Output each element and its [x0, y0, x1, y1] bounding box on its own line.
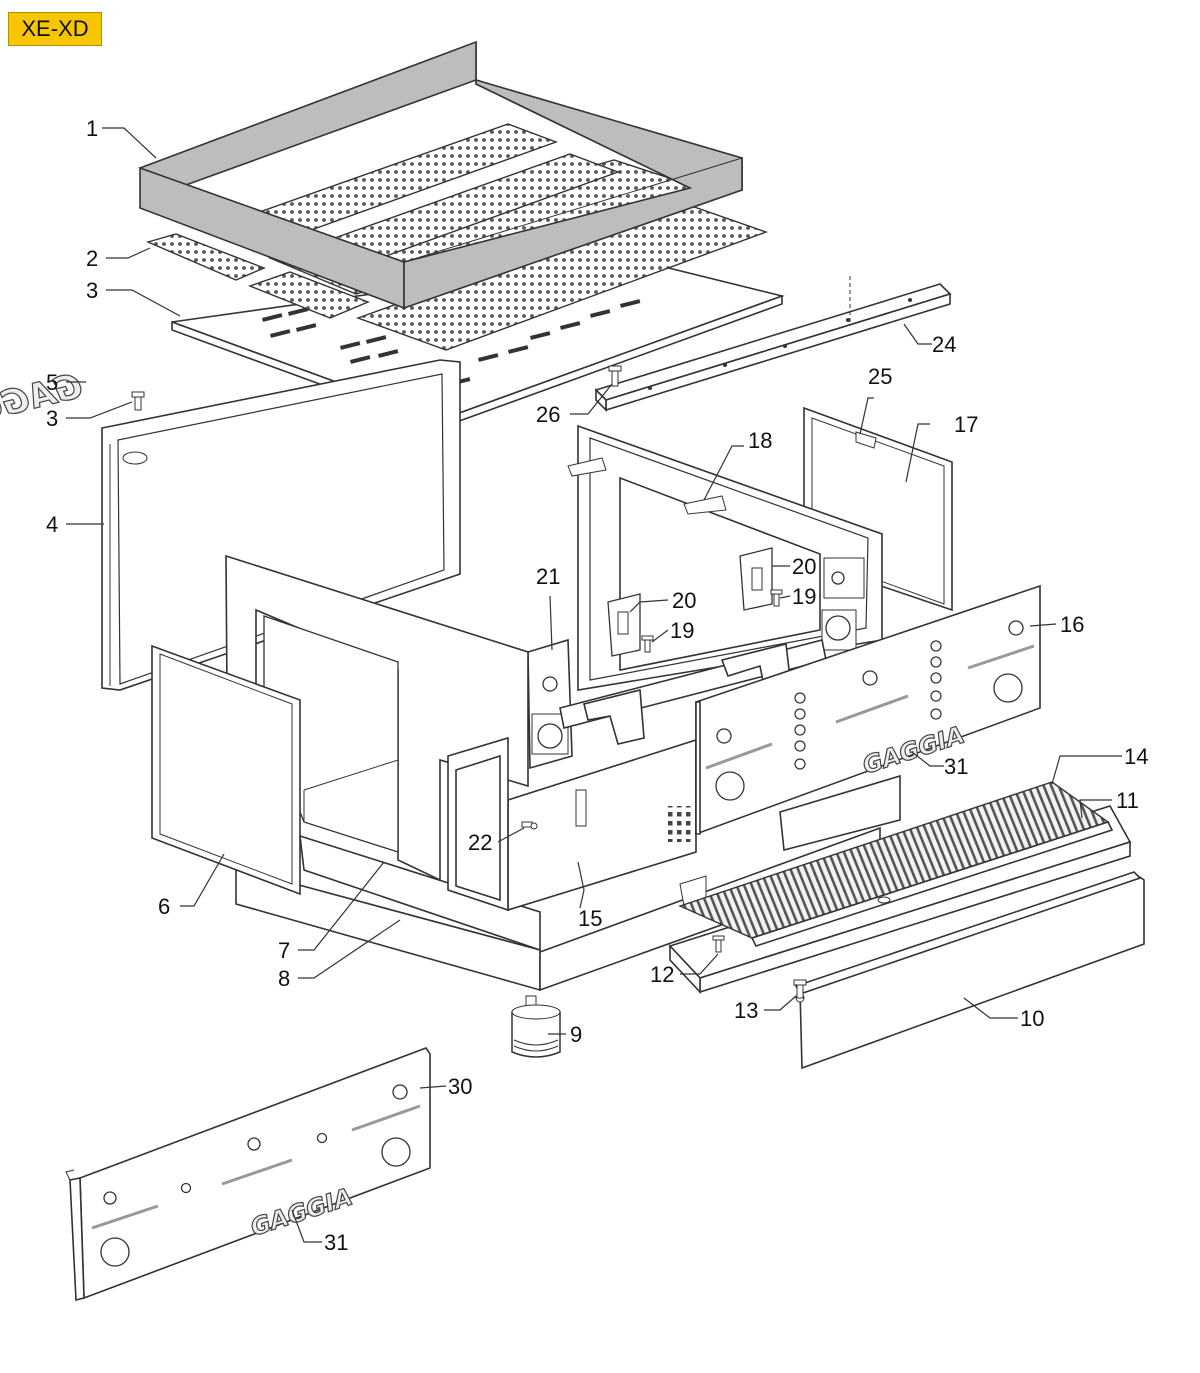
- callout-13: 13: [734, 998, 758, 1023]
- callout-18: 18: [748, 428, 772, 453]
- left-side-panel: [101, 359, 461, 691]
- screw-26: [608, 365, 622, 387]
- callout-11: 11: [1116, 788, 1139, 813]
- callout-9: 9: [570, 1022, 582, 1047]
- screw-12: [712, 935, 725, 953]
- callout-1: 1: [86, 116, 98, 141]
- callout-2: 2: [86, 246, 98, 271]
- brand-logo-mirrored: GAGGIA: [0, 366, 86, 441]
- callout-19-left: 19: [670, 618, 694, 643]
- callouts: 1 2 3 3 4 5 6 7 8 9 10 11 12 13 14 15 16…: [46, 116, 1148, 1255]
- cup-tray-surround: [138, 40, 743, 310]
- inner-frame: [567, 424, 883, 691]
- model-tag: XE-XD: [8, 12, 102, 46]
- callout-3-plate: 3: [86, 278, 98, 303]
- callout-19-right: 19: [792, 584, 816, 609]
- callout-30: 30: [448, 1074, 472, 1099]
- callout-20-left: 20: [672, 588, 696, 613]
- callout-21: 21: [536, 564, 560, 589]
- bracket-20: [607, 547, 773, 657]
- screw-3: [131, 391, 145, 411]
- screw-13: [793, 979, 807, 999]
- callout-12: 12: [650, 962, 674, 987]
- side-door-panel: [151, 644, 301, 896]
- callout-17: 17: [954, 412, 978, 437]
- callout-22: 22: [468, 830, 492, 855]
- callout-4: 4: [46, 512, 58, 537]
- leader-lines: [66, 127, 1122, 1243]
- screw-22: [521, 821, 538, 830]
- drip-grid: [678, 781, 1114, 947]
- callout-5: 5: [46, 370, 58, 395]
- callout-24: 24: [932, 332, 956, 357]
- callout-10: 10: [1020, 1006, 1044, 1031]
- top-bracket: [594, 276, 952, 412]
- callout-3-screw: 3: [46, 406, 58, 431]
- callout-6: 6: [158, 894, 170, 919]
- callout-31-panel: 31: [944, 754, 968, 779]
- callout-8: 8: [278, 966, 290, 991]
- callout-14: 14: [1124, 744, 1148, 769]
- callout-20-right: 20: [792, 554, 816, 579]
- alternate-front-panel: [65, 1047, 431, 1302]
- callout-7: 7: [278, 938, 290, 963]
- screw-19: [641, 589, 783, 653]
- drip-tray-front: [794, 871, 1145, 1070]
- control-front-panel: [695, 584, 1041, 836]
- callout-16: 16: [1060, 612, 1084, 637]
- callout-31-alt-panel: 31: [324, 1230, 348, 1255]
- callout-15: 15: [578, 906, 602, 931]
- callout-26: 26: [536, 402, 560, 427]
- machine-foot: [511, 995, 561, 1058]
- callout-25: 25: [868, 364, 892, 389]
